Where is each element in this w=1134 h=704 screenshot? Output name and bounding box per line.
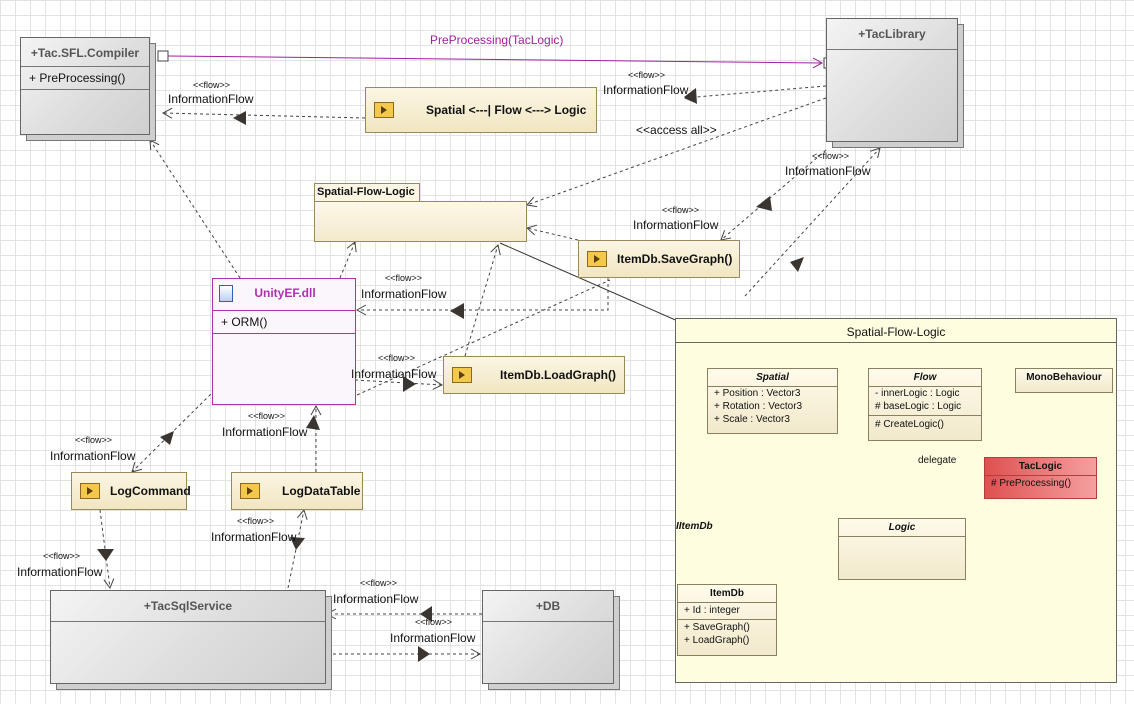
- flow-stereotype: <<flow>>: [43, 551, 81, 561]
- loadgraph-note[interactable]: ItemDb.LoadGraph(): [443, 356, 625, 394]
- flow-label: InformationFlow: [785, 164, 871, 178]
- flow-label: InformationFlow: [390, 631, 476, 645]
- flow-label: InformationFlow: [603, 83, 689, 97]
- preprocessing-link: [157, 50, 835, 69]
- flow-label: InformationFlow: [211, 530, 297, 544]
- spatial-flow-logic-package[interactable]: Spatial-Flow-Logic: [314, 183, 527, 242]
- flow-stereotype: <<flow>>: [385, 273, 423, 283]
- note-icon: [240, 483, 260, 499]
- class-attribute: # baseLogic : Logic: [875, 401, 962, 412]
- node-title: +DB: [535, 599, 561, 613]
- tacsqlservice-node[interactable]: +TacSqlService: [50, 590, 326, 684]
- class-name: TacLogic: [1018, 461, 1063, 472]
- note-text: ItemDb.LoadGraph(): [500, 368, 616, 382]
- iitemdb-label: IItemDb: [676, 521, 713, 532]
- taclogic-class[interactable]: TacLogic # PreProcessing(): [984, 457, 1097, 499]
- note-text: Spatial <---| Flow <---> Logic: [426, 103, 587, 117]
- taclibrary-node[interactable]: +TacLibrary: [826, 18, 958, 142]
- flow-label: InformationFlow: [351, 367, 437, 381]
- flow-stereotype: <<flow>>: [415, 617, 453, 627]
- itemdb-class[interactable]: ItemDb + Id : integer + SaveGraph() + Lo…: [677, 584, 777, 656]
- package-link: [499, 242, 681, 323]
- flow-label: InformationFlow: [50, 449, 136, 463]
- component-title: UnityEF.dll: [254, 286, 316, 300]
- savegraph-note[interactable]: ItemDb.SaveGraph(): [578, 240, 740, 278]
- spatial-class[interactable]: Spatial + Position : Vector3 + Rotation …: [707, 368, 838, 434]
- node-title: +TacLibrary: [858, 27, 926, 41]
- class-operation: + LoadGraph(): [684, 635, 750, 646]
- package-title: Spatial-Flow-Logic: [676, 319, 1116, 343]
- node-title: +TacSqlService: [143, 599, 233, 613]
- flow-stereotype: <<flow>>: [360, 578, 398, 588]
- flow-stereotype: <<flow>>: [662, 205, 700, 215]
- class-operation: + SaveGraph(): [684, 622, 750, 633]
- note-text: LogCommand: [110, 484, 191, 498]
- flow-label: InformationFlow: [168, 92, 254, 106]
- flow-stereotype: <<flow>>: [75, 435, 113, 445]
- flow-class[interactable]: Flow - innerLogic : Logic # baseLogic : …: [868, 368, 982, 441]
- logdatatable-note[interactable]: LogDataTable: [231, 472, 363, 510]
- class-attribute: + Position : Vector3: [714, 388, 801, 399]
- flow-label: InformationFlow: [333, 592, 419, 606]
- flow-stereotype: <<flow>>: [248, 411, 286, 421]
- package-tab: Spatial-Flow-Logic: [314, 183, 420, 201]
- class-attribute: + Scale : Vector3: [714, 414, 790, 425]
- class-name: ItemDb: [710, 588, 744, 599]
- flow-stereotype: <<flow>>: [237, 516, 275, 526]
- class-attribute: + Id : integer: [684, 605, 740, 616]
- note-icon: [80, 483, 100, 499]
- flow-label: InformationFlow: [361, 287, 447, 301]
- node-title: +Tac.SFL.Compiler: [30, 46, 140, 60]
- spatial-flow-note[interactable]: Spatial <---| Flow <---> Logic: [365, 87, 597, 133]
- class-name: MonoBehaviour: [1026, 372, 1102, 383]
- unityef-component[interactable]: UnityEF.dll + ORM(): [212, 278, 356, 405]
- flow-stereotype: <<flow>>: [193, 80, 231, 90]
- node-operation: + PreProcessing(): [29, 71, 126, 85]
- db-node[interactable]: +DB: [482, 590, 614, 684]
- component-operation: + ORM(): [221, 315, 268, 329]
- delegate-label: delegate: [918, 455, 957, 466]
- note-icon: [587, 251, 607, 267]
- class-name: Logic: [888, 522, 916, 533]
- class-operation: # CreateLogic(): [875, 419, 944, 430]
- flow-triangles: [97, 88, 804, 662]
- class-name: Flow: [913, 372, 937, 383]
- flow-stereotype: <<flow>>: [628, 70, 666, 80]
- flow-label: InformationFlow: [222, 425, 308, 439]
- monobehaviour-class[interactable]: MonoBehaviour: [1015, 368, 1113, 393]
- class-attribute: - innerLogic : Logic: [875, 388, 960, 399]
- flow-label: InformationFlow: [17, 565, 103, 579]
- compiler-node[interactable]: +Tac.SFL.Compiler + PreProcessing(): [20, 37, 150, 135]
- class-name: Spatial: [756, 372, 789, 383]
- flow-label: InformationFlow: [633, 218, 719, 232]
- preprocessing-label: PreProcessing(TacLogic): [430, 33, 564, 47]
- class-operation: # PreProcessing(): [991, 478, 1072, 489]
- note-text: LogDataTable: [282, 484, 361, 498]
- logcommand-note[interactable]: LogCommand: [71, 472, 191, 510]
- flow-stereotype: <<flow>>: [378, 353, 416, 363]
- note-icon: [452, 367, 472, 383]
- flow-edges: [99, 85, 881, 660]
- package-body: [314, 201, 527, 242]
- class-attribute: + Rotation : Vector3: [714, 401, 803, 412]
- flow-stereotype: <<flow>>: [812, 151, 850, 161]
- logic-class[interactable]: Logic: [838, 518, 966, 580]
- note-text: ItemDb.SaveGraph(): [617, 252, 733, 266]
- access-all-label: <<access all>>: [636, 123, 717, 137]
- note-icon: [374, 102, 394, 118]
- file-icon: [219, 284, 233, 302]
